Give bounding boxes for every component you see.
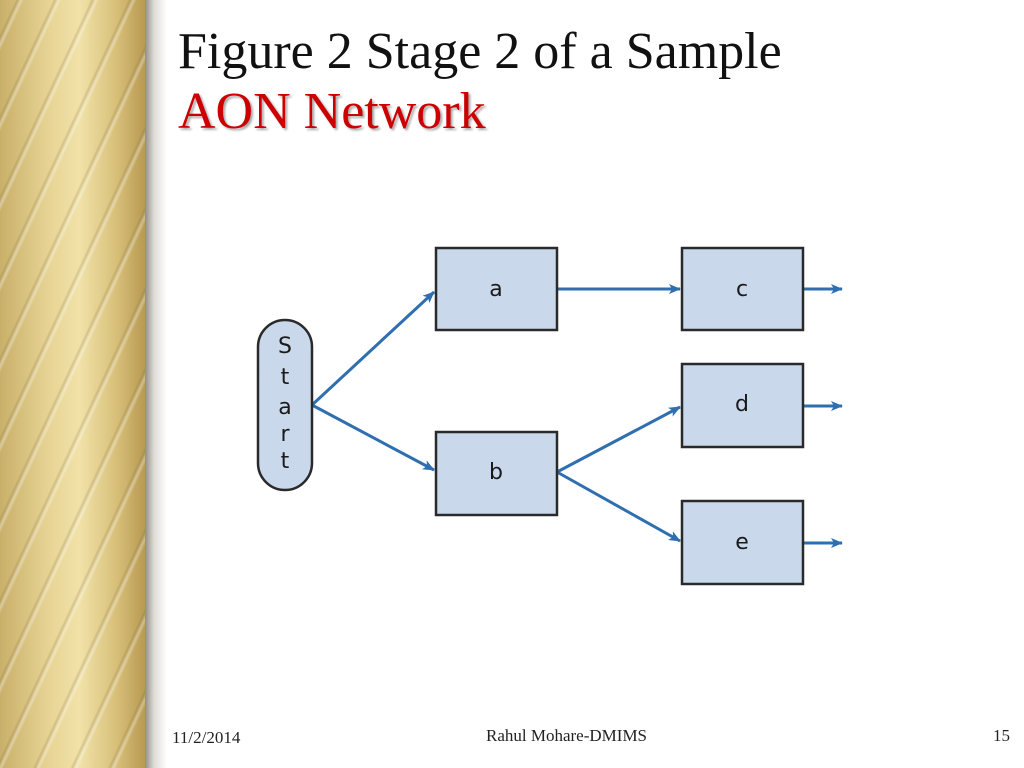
- node-c-label: c: [736, 277, 748, 302]
- start-letter-t2: t: [281, 449, 290, 474]
- start-letter-r: r: [280, 422, 290, 447]
- start-letter-t1: t: [281, 365, 290, 390]
- footer-page-number: 15: [993, 726, 1010, 745]
- node-d: [680, 362, 805, 449]
- footer-author: Rahul Mohare-DMIMS: [486, 726, 648, 745]
- aon-network-diagram: S t a r t a b c d e: [230, 225, 870, 615]
- start-letter-s: S: [278, 334, 292, 359]
- node-a-label: a: [489, 277, 502, 302]
- node-b-label: b: [489, 460, 503, 485]
- start-letter-a: a: [278, 395, 291, 420]
- decorative-side-panel: [0, 0, 145, 768]
- arrow-b-to-d: [556, 405, 681, 474]
- node-a: [434, 246, 559, 332]
- arrow-start-to-b: [311, 403, 435, 472]
- slide-title: Figure 2 Stage 2 of a Sample AON Network: [178, 22, 998, 142]
- title-line-2: AON Network: [178, 83, 486, 140]
- node-e-label: e: [735, 530, 749, 555]
- node-c: [680, 246, 805, 332]
- footer-date: 11/2/2014: [172, 728, 241, 747]
- arrow-b-to-e: [556, 470, 681, 543]
- start-node: [256, 318, 314, 492]
- side-panel-shadow: [145, 0, 167, 768]
- node-b: [434, 430, 559, 517]
- arrow-start-to-a: [310, 290, 436, 407]
- node-d-label: d: [735, 392, 749, 417]
- title-line-1: Figure 2 Stage 2 of a Sample: [178, 23, 782, 80]
- node-e: [680, 499, 805, 586]
